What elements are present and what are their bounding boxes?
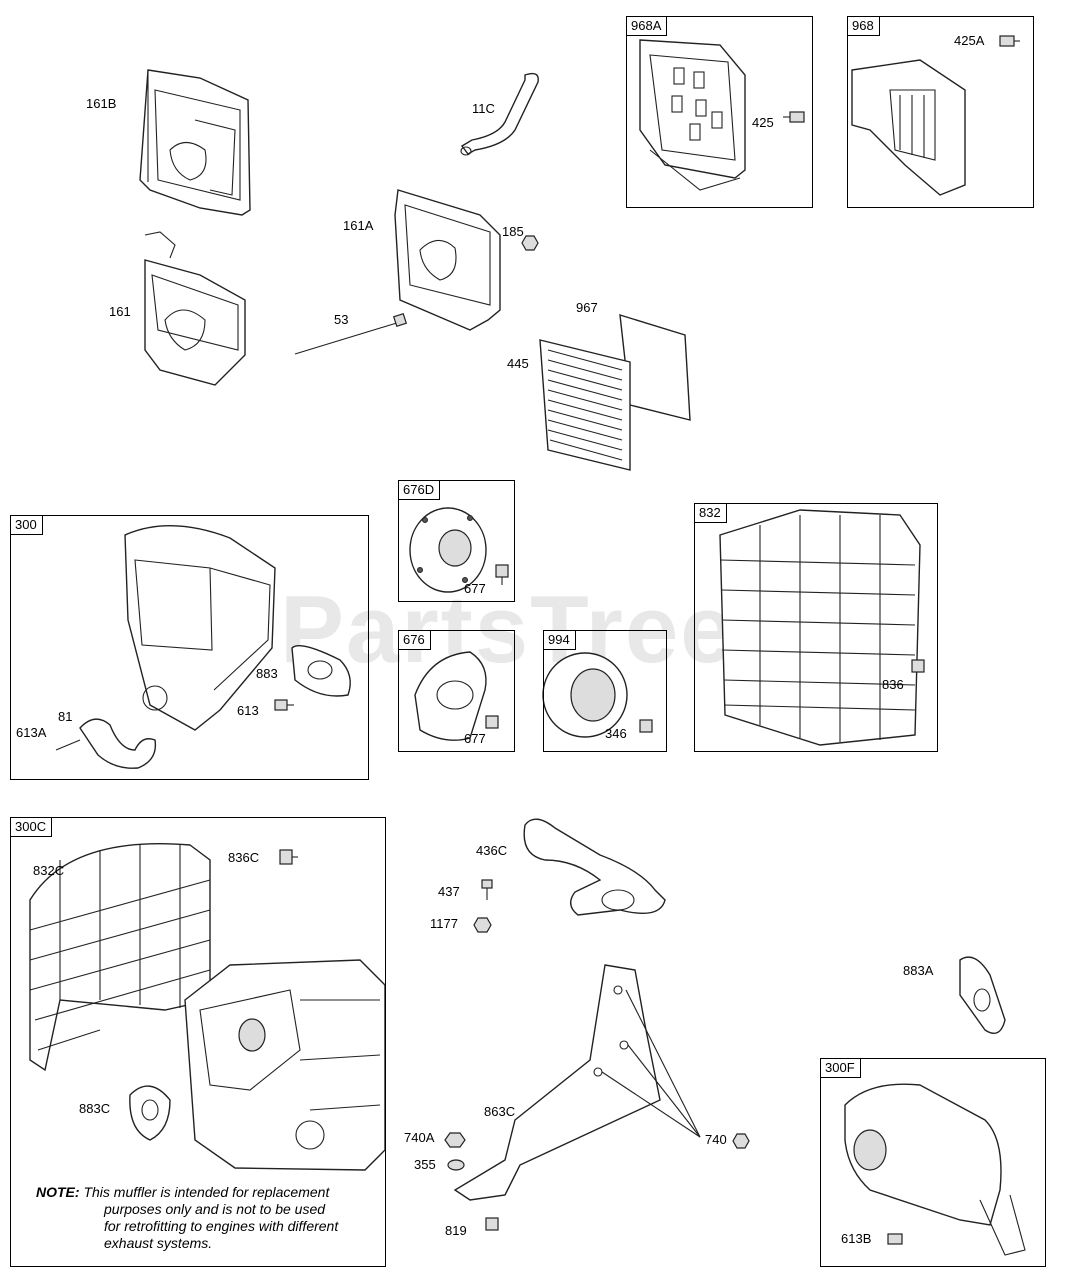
box-676d: 676D [398, 480, 515, 602]
label-613a: 613A [16, 725, 47, 740]
box-832: 832 [694, 503, 938, 752]
label-863c: 863C [484, 1104, 516, 1119]
box-tag-968: 968 [847, 16, 880, 36]
label-185: 185 [502, 224, 524, 239]
part-883a-gasket-drawing [959, 956, 1006, 1034]
box-tag-300f: 300F [820, 1058, 861, 1078]
label-445: 445 [507, 356, 529, 371]
box-300: 300 [10, 515, 369, 780]
part-437-bolt-drawing [481, 879, 493, 900]
label-161a: 161A [343, 218, 374, 233]
replacement-note: NOTE: This muffler is intended for repla… [36, 1184, 376, 1252]
part-836c-screw-drawing [279, 849, 298, 865]
part-355-washer-drawing [447, 1159, 465, 1171]
note-line-1: NOTE: This muffler is intended for repla… [36, 1184, 376, 1201]
part-300f-muffler-drawing [844, 1083, 1026, 1256]
box-tag-968a: 968A [626, 16, 668, 36]
part-740-nut-drawing [732, 1133, 750, 1149]
label-832c: 832C [33, 863, 65, 878]
part-968a-shroud-drawing [639, 39, 746, 191]
note-prefix: NOTE: [36, 1184, 80, 1200]
box-tag-676d: 676D [398, 480, 441, 500]
label-437: 437 [438, 884, 460, 899]
part-300c-muffler-drawing [184, 959, 386, 1171]
label-1177: 1177 [430, 916, 458, 931]
part-836-screw-drawing [911, 659, 925, 673]
part-11c-tube-drawing [460, 72, 539, 156]
part-863c-bracket-drawing [453, 964, 701, 1201]
part-445-filter-drawing [539, 339, 631, 471]
box-tag-300c: 300C [10, 817, 53, 837]
part-676-drawing [414, 651, 487, 741]
part-161b-cover-drawing [139, 69, 251, 216]
box-tag-832: 832 [694, 503, 727, 523]
box-994: 994 [543, 630, 667, 752]
label-355: 355 [414, 1157, 436, 1172]
label-740a: 740A [404, 1130, 435, 1145]
part-300-muffler-drawing [124, 525, 276, 731]
label-677-a: 677 [464, 581, 486, 596]
box-676: 676 [398, 630, 515, 752]
label-883a: 883A [903, 963, 934, 978]
box-tag-676: 676 [398, 630, 431, 650]
part-436c-elbow-drawing [523, 818, 666, 916]
label-740: 740 [705, 1132, 727, 1147]
part-676d-drawing [409, 507, 487, 593]
label-161b: 161B [86, 96, 117, 111]
part-677-screw-drawing-a [495, 564, 509, 585]
part-425-screw-drawing [783, 111, 805, 123]
part-81-plate-drawing [79, 718, 157, 769]
part-832-screen-drawing [719, 509, 921, 746]
label-677-b: 677 [464, 731, 486, 746]
note-line-3: for retrofitting to engines with differe… [104, 1218, 339, 1234]
label-81: 81 [58, 709, 73, 724]
watermark: PartsTree [280, 576, 736, 683]
part-1177-nut-drawing [473, 917, 492, 933]
part-613b-screw-drawing [887, 1233, 903, 1245]
label-425: 425 [752, 115, 774, 130]
part-161a-cover-drawing [394, 189, 501, 331]
part-968-shroud-drawing [851, 59, 966, 196]
part-819-screw-drawing [485, 1217, 499, 1231]
note-text-1: This muffler is intended for replacement [83, 1184, 330, 1200]
part-613a-screw-drawing [55, 739, 81, 751]
part-185-nut-drawing [521, 235, 539, 251]
box-tag-994: 994 [543, 630, 576, 650]
note-line-2: purposes only and is not to be used [104, 1201, 326, 1217]
label-836: 836 [882, 677, 904, 692]
label-613: 613 [237, 703, 259, 718]
box-300f: 300F [820, 1058, 1046, 1267]
part-161-cover-drawing [144, 231, 246, 386]
label-53: 53 [334, 312, 349, 327]
part-53-stud-drawing [294, 312, 408, 355]
part-883-gasket-drawing [291, 645, 351, 697]
label-346: 346 [605, 726, 627, 741]
part-883c-gasket-drawing [129, 1085, 171, 1141]
part-740a-nut-drawing [444, 1132, 466, 1148]
label-436c: 436C [476, 843, 508, 858]
box-968: 968 [847, 16, 1034, 208]
label-161: 161 [109, 304, 131, 319]
part-832c-screen-drawing [29, 842, 211, 1072]
box-tag-300: 300 [10, 515, 43, 535]
label-11c: 11C [472, 101, 495, 116]
label-883c: 883C [79, 1101, 111, 1116]
note-line-4: exhaust systems. [104, 1235, 213, 1251]
label-836c: 836C [228, 850, 260, 865]
label-425a: 425A [954, 33, 985, 48]
part-677-screw-drawing-b [485, 715, 499, 729]
label-967: 967 [576, 300, 598, 315]
label-819: 819 [445, 1223, 467, 1238]
part-425a-screw-drawing [999, 35, 1020, 47]
label-613b: 613B [841, 1231, 872, 1246]
label-883: 883 [256, 666, 278, 681]
part-613-screw-drawing [274, 699, 294, 711]
part-346-screw-drawing [639, 719, 653, 733]
box-300c: 300C [10, 817, 386, 1267]
box-968a: 968A [626, 16, 813, 208]
